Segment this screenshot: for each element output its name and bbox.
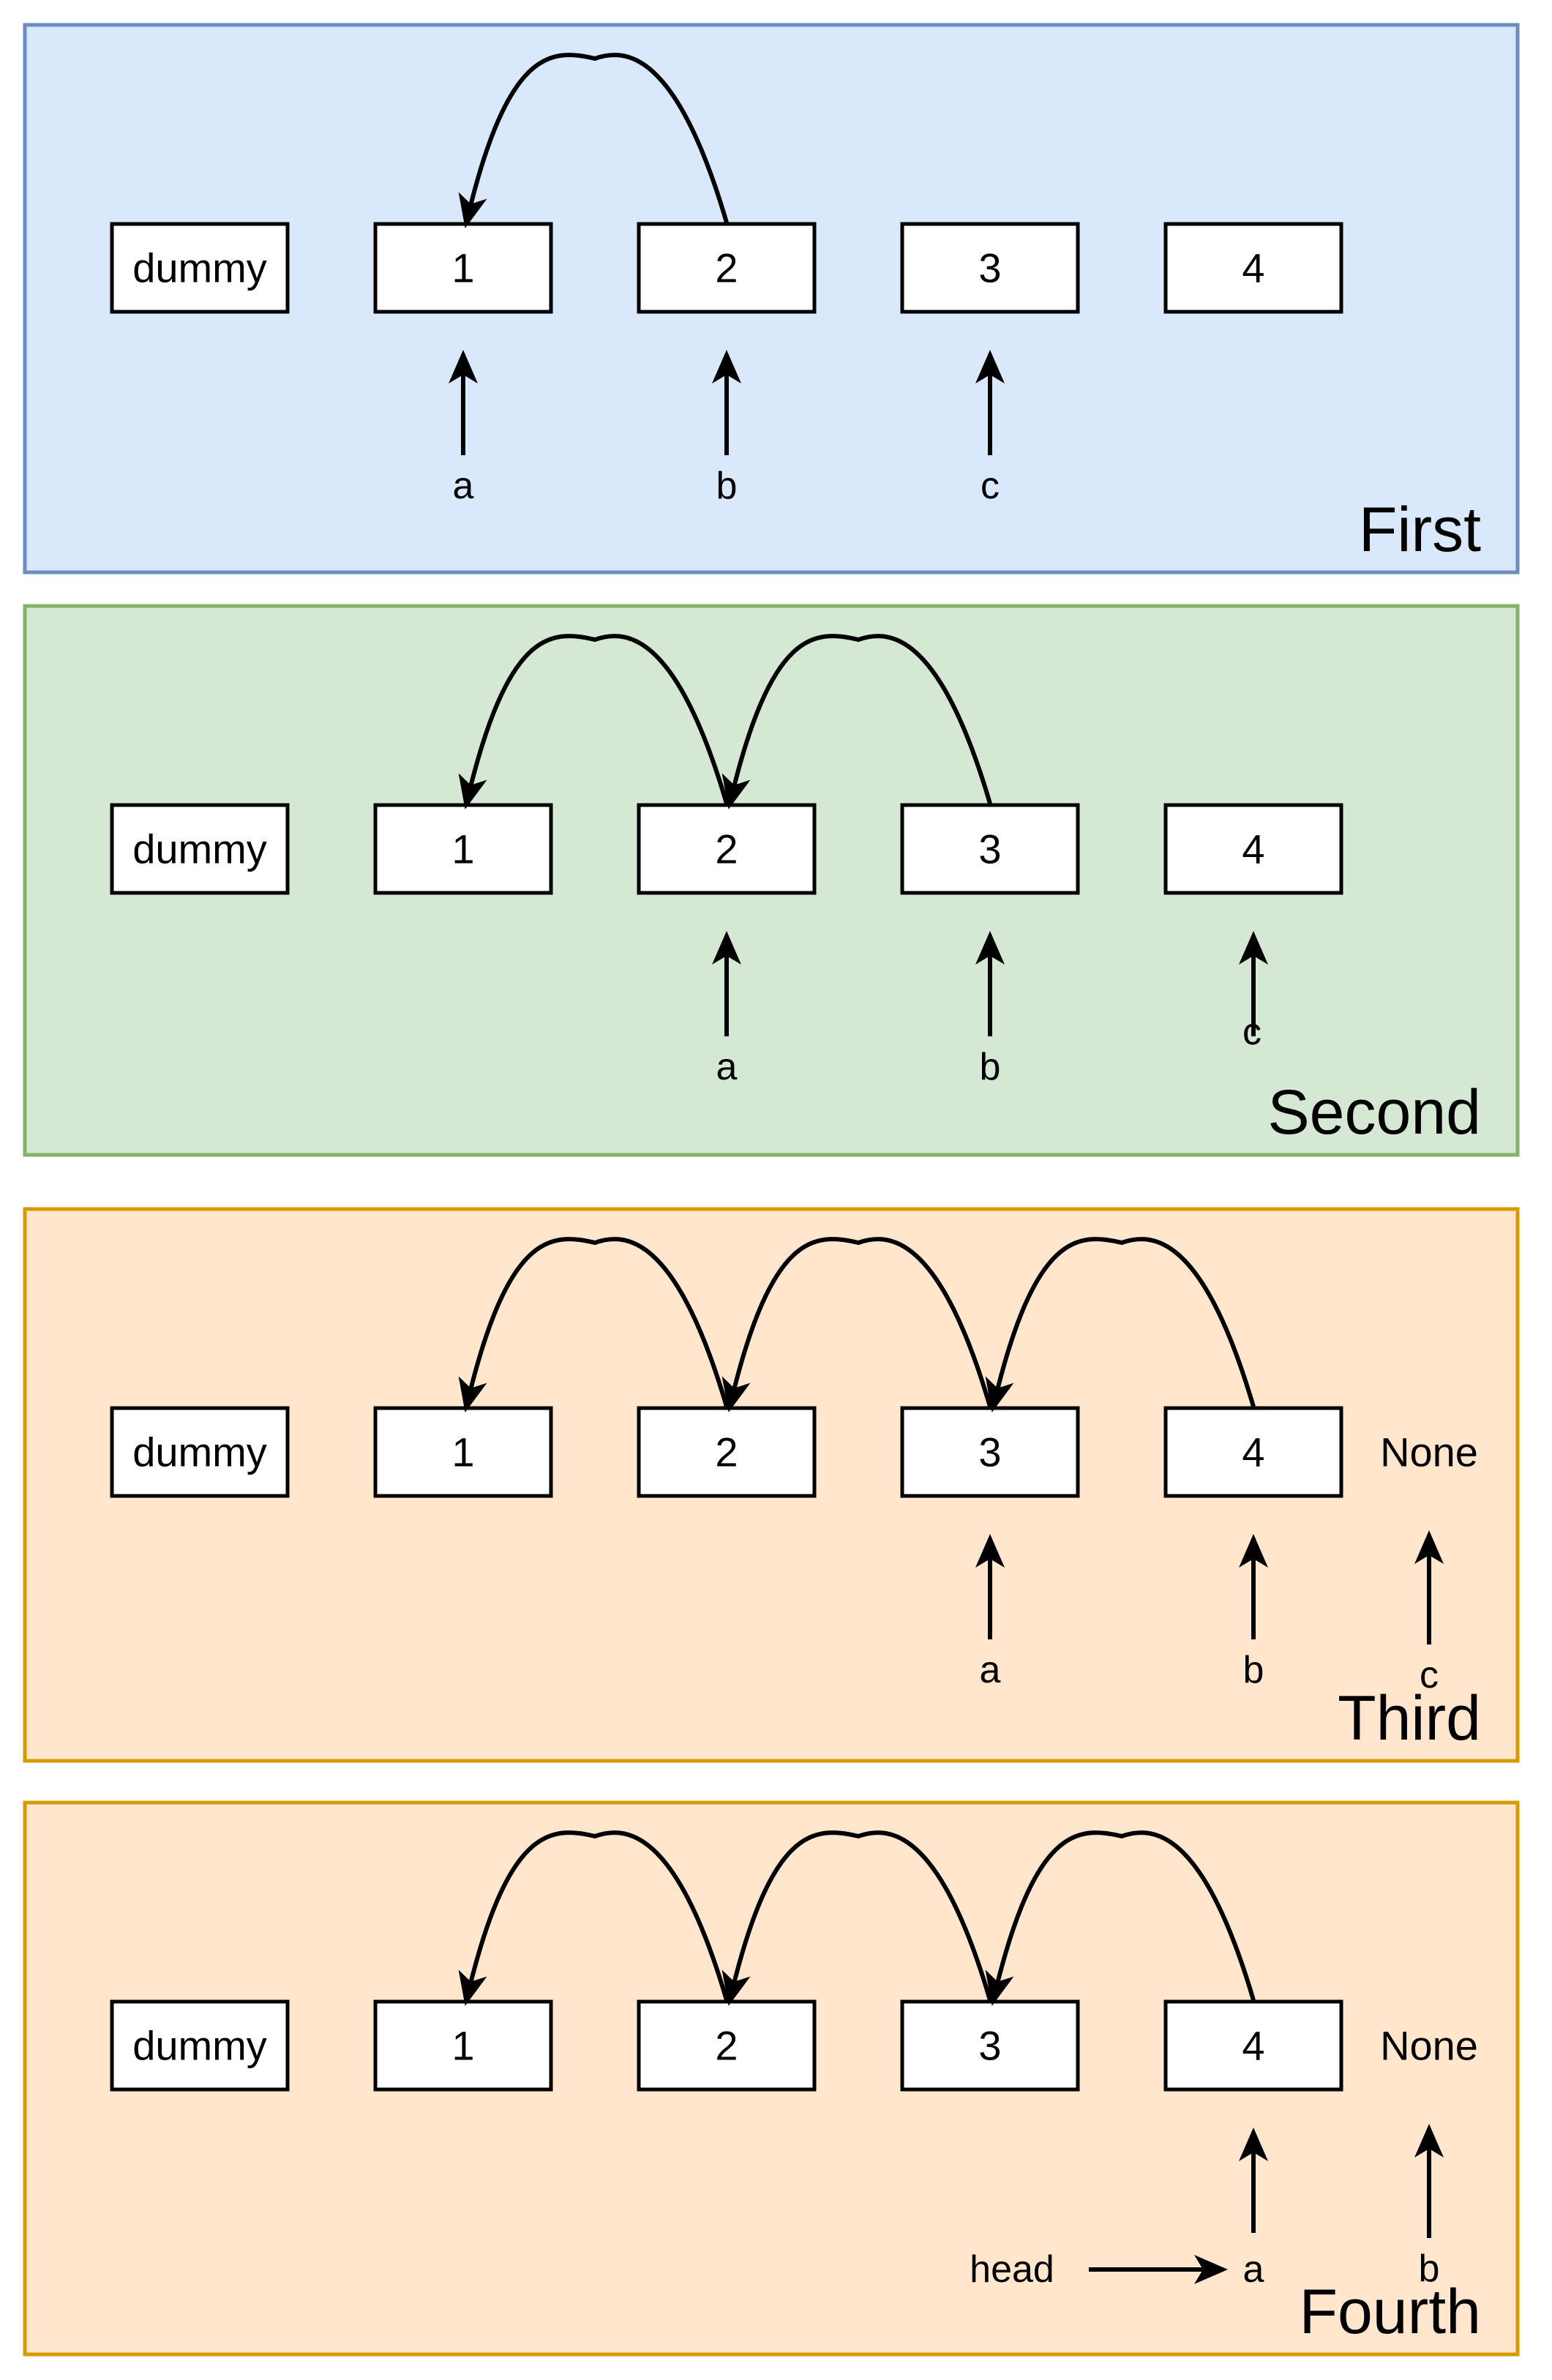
node-box-dummy [110, 803, 290, 895]
node-label-dummy: dummy [132, 2023, 267, 2069]
reverse-link-arrow-1 [458, 1830, 729, 2006]
pointer-label-b: b [1419, 2248, 1440, 2290]
node-label-1: 1 [451, 245, 474, 291]
node-box-4 [1163, 803, 1343, 895]
node-box-4 [1163, 222, 1343, 314]
reverse-link-arrow-3 [985, 1830, 1256, 2006]
none-label: None [1380, 1429, 1478, 1475]
reverse-link-arrow-1 [458, 1237, 729, 1412]
node-box-1 [373, 803, 553, 895]
node-label-1: 1 [451, 1429, 474, 1475]
node-box-dummy [110, 1999, 290, 2092]
pointer-label-c: c [1420, 1654, 1439, 1696]
reverse-link-arrow-2 [721, 1830, 992, 2006]
panel-title: Third [1338, 1683, 1481, 1754]
node-box-4 [1163, 1999, 1343, 2092]
reverse-link-arrow-2 [721, 634, 992, 809]
node-box-3 [900, 222, 1080, 314]
node-label-dummy: dummy [132, 826, 267, 872]
pointer-label-b: b [980, 1046, 1001, 1088]
none-label: None [1380, 2023, 1478, 2069]
pointer-label-b: b [1243, 1649, 1264, 1691]
node-box-2 [637, 222, 817, 314]
pointer-label-a: a [1243, 2248, 1264, 2291]
reverse-link-arrow-1 [458, 53, 729, 228]
node-label-2: 2 [715, 2023, 738, 2069]
pointer-label-a: a [980, 1649, 1001, 1691]
pointer-label-c: c [981, 465, 1000, 507]
node-box-4 [1163, 1406, 1343, 1498]
node-box-2 [637, 1999, 817, 2092]
node-label-4: 4 [1242, 2023, 1264, 2069]
pointer-label-a: a [716, 1046, 738, 1088]
node-label-dummy: dummy [132, 245, 267, 291]
reverse-link-arrow-3 [985, 1237, 1256, 1412]
node-box-dummy [110, 222, 290, 314]
node-box-3 [900, 803, 1080, 895]
node-box-3 [900, 1406, 1080, 1498]
panel-title: Second [1267, 1077, 1481, 1148]
panel-title: First [1359, 495, 1481, 565]
node-label-3: 3 [978, 2023, 1001, 2069]
node-label-3: 3 [978, 1429, 1001, 1475]
node-label-4: 4 [1242, 826, 1264, 872]
node-box-1 [373, 1406, 553, 1498]
node-label-2: 2 [715, 245, 738, 291]
node-label-4: 4 [1242, 245, 1264, 291]
head-label: head [970, 2248, 1054, 2291]
node-label-3: 3 [978, 245, 1001, 291]
reverse-link-arrow-2 [721, 1237, 992, 1412]
pointer-label-b: b [716, 465, 738, 507]
node-label-dummy: dummy [132, 1429, 267, 1475]
node-label-2: 2 [715, 1429, 738, 1475]
node-label-4: 4 [1242, 1429, 1264, 1475]
node-label-1: 1 [451, 826, 474, 872]
node-box-3 [900, 1999, 1080, 2092]
panel-title: Fourth [1299, 2277, 1481, 2347]
reverse-link-arrow-1 [458, 634, 729, 809]
node-label-2: 2 [715, 826, 738, 872]
pointer-label-c: c [1242, 1011, 1262, 1053]
pointer-label-a: a [453, 465, 474, 507]
node-label-1: 1 [451, 2023, 474, 2069]
node-box-dummy [110, 1406, 290, 1498]
node-label-3: 3 [978, 826, 1001, 872]
